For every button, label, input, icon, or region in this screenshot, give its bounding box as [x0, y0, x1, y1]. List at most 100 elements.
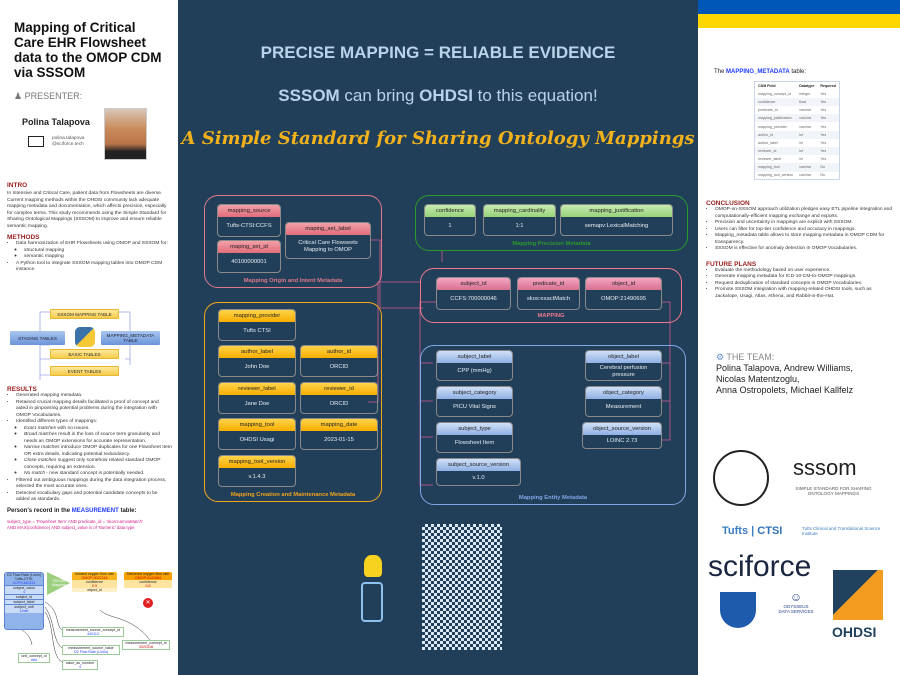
field-value: 1:1	[515, 222, 524, 229]
left-column: Mapping of Critical Care EHR Flowsheet d…	[0, 0, 178, 675]
field-label: maping_set_label	[286, 223, 370, 235]
future-plans-list: Evaluate the methodology based on user e…	[706, 268, 894, 301]
phone-icon	[361, 582, 383, 622]
intro-heading: INTRO	[7, 182, 28, 189]
staging-tables-node: STAGING TABLES	[10, 331, 65, 345]
mapping-metadata-caption: The MAPPING_METADATA table:	[714, 69, 807, 75]
poster-title: Mapping of Critical Care EHR Flowsheet d…	[14, 20, 162, 80]
field-value: ORCID	[329, 400, 349, 407]
results-list: Generated mapping metadata. Retained cru…	[7, 393, 172, 504]
field-label: subject_label	[437, 351, 512, 363]
field-box-maping-set-id: maping_set_id 40100000001	[217, 240, 281, 273]
field-value: skos:exactMatch	[526, 296, 571, 302]
headline-sssom-ohdsi: SSSOM can bring OHDSI to this equation!	[278, 86, 598, 105]
presenter-email[interactable]: polina.talapova@sciforce.tech	[52, 136, 85, 147]
field-label: reviewer_label	[219, 383, 295, 395]
tufts-ctsi-logo: Tufts | CTSI	[722, 525, 783, 537]
field-label: maping_set_id	[218, 241, 280, 253]
field-value: Tufts-CTSI:CCFS	[226, 223, 272, 229]
conclusion-heading: CONCLUSION	[706, 200, 750, 207]
field-value: John Doe	[244, 363, 270, 370]
mapping-type-item: Narrow matches introduce OMOP duplicates…	[24, 445, 172, 458]
field-value: Measurement	[605, 404, 642, 410]
metadata-group: Mapping Origin and Intent Metadata	[204, 195, 382, 288]
field-value: Flowsheet Item	[454, 440, 495, 446]
field-box-subject-source-version: subject_source_version v.1.0	[436, 458, 521, 486]
field-label: mapping_tool_version	[219, 456, 295, 468]
rejected-icon: ✕	[143, 598, 153, 608]
mapping-type-item: Exact matches with no issues.	[24, 426, 172, 433]
field-value: 2023-01-15	[324, 436, 354, 443]
metadata-group: Mapping Entity Metadata	[420, 345, 686, 505]
mapping-type-item: No match - new standard concept is poten…	[24, 471, 172, 478]
group-caption: Mapping Entity Metadata	[518, 495, 588, 501]
team-section: ⚙ THE TEAM: Polina Talapova, Andrew Will…	[716, 352, 854, 395]
ukraine-flag-blue	[698, 0, 900, 14]
event-tables-node: EVENT TABLES	[50, 366, 119, 376]
field-label: subject_type	[437, 423, 512, 435]
field-value: Critical Care Flowseets Mapping to OMOP	[298, 239, 358, 253]
ohdsi-logo	[833, 570, 883, 620]
field-value: 40100000001	[231, 259, 267, 265]
headline-sssom-expansion: A Simple Standard for Sharing Ontology M…	[181, 128, 695, 149]
headline-precise-mapping: PRECISE MAPPING = RELIABLE EVIDENCE	[260, 43, 616, 62]
future-item: Generate mapping metadata for ICD-10-CM-…	[715, 274, 894, 281]
conclusion-item: Precision and uncertainty in mappings ar…	[715, 220, 894, 227]
center-panel: PRECISE MAPPING = RELIABLE EVIDENCE SSSO…	[178, 0, 698, 675]
conclusion-item: OMOP-on-SSSOM approach utilization pledg…	[715, 207, 894, 220]
field-label: confidence	[425, 205, 475, 217]
field-label: mapping_justification	[561, 205, 672, 217]
field-label: reviewer_id	[301, 383, 377, 395]
future-item: Evaluate the methodology based on user e…	[715, 268, 894, 275]
team-icon: ⚙	[716, 352, 727, 362]
field-label: object_source_version	[583, 423, 661, 435]
python-logo	[75, 327, 95, 347]
group-caption: Mapping Origin and Intent Metadata	[243, 278, 343, 284]
field-label: mapping_tool	[219, 419, 295, 431]
source-field: subject_id	[5, 594, 43, 599]
mapping-type-item: Broad matches result in the loss of sour…	[24, 432, 172, 445]
sssom-table-node: SSSOM MAPPING TABLE	[50, 309, 119, 319]
field-value: v.1.0	[472, 474, 485, 481]
conclusion-item: Users can filter for top-tier confidence…	[715, 227, 894, 234]
field-label: object_label	[586, 351, 661, 363]
field-value: OHDSI Usagi	[239, 436, 275, 443]
field-value: Jane Doe	[244, 400, 270, 407]
results-heading: RESULTS	[7, 386, 37, 393]
field-label: subject_source_version	[437, 459, 520, 471]
field-value: LOINC 2.73	[606, 438, 638, 444]
group-caption: Mapping Precision Metadata	[512, 241, 591, 247]
basic-tables-node: BASIC TABLES	[50, 349, 119, 359]
field-value: v.1.4.3	[248, 473, 266, 480]
metadata-group: MAPPING	[420, 268, 682, 323]
qr-code[interactable]	[422, 524, 502, 650]
mapping-metadata-node: MAPPING_METADATA TABLE	[101, 331, 160, 345]
methods-list: Data harmonization of EHR Flowsheets usi…	[7, 241, 172, 274]
future-item: Promote SSSOM integration with mapping-r…	[715, 287, 894, 300]
measurement-record-heading: Person's record in the MEASUREMENT table…	[7, 507, 137, 514]
field-value: OMOP:21490695	[600, 296, 647, 302]
field-value: Cerebral perfusion pressure	[599, 364, 648, 378]
query-text: subject_type = 'Flowsheet Item' AND pred…	[7, 518, 143, 530]
field-value: CCFS:700000046	[450, 296, 497, 302]
